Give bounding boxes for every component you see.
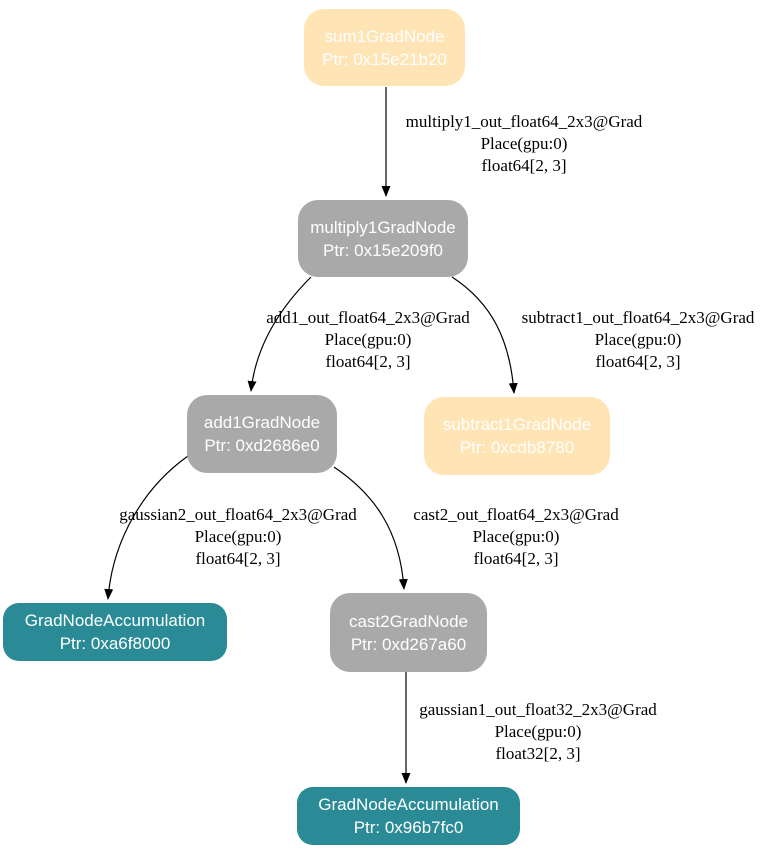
tensor-name: multiply1_out_float64_2x3@Grad: [405, 112, 643, 131]
tensor-dtype-shape: float64[2, 3]: [473, 549, 559, 568]
node-title: multiply1GradNode: [310, 217, 456, 237]
tensor-dtype-shape: float32[2, 3]: [495, 744, 581, 763]
tensor-name: gaussian2_out_float64_2x3@Grad: [119, 505, 357, 524]
node-ptr: Ptr: 0x96b7fc0: [353, 818, 464, 837]
edge-add1-to-gradnodeaccumulation: [104, 455, 189, 600]
tensor-dtype-shape: float64[2, 3]: [481, 156, 567, 175]
edge-label-gaussian1-out: gaussian1_out_float32_2x3@Grad Place(gpu…: [419, 699, 657, 765]
tensor-place: Place(gpu:0): [494, 722, 582, 741]
edge-label-cast2-out: cast2_out_float64_2x3@Grad Place(gpu:0) …: [413, 504, 618, 570]
node-ptr: Ptr: 0xd267a60: [350, 634, 467, 654]
tensor-name: gaussian1_out_float32_2x3@Grad: [419, 700, 657, 719]
tensor-place: Place(gpu:0): [472, 527, 560, 546]
node-subtract1gradnode: subtract1GradNode Ptr: 0xcdb8780: [424, 397, 610, 475]
node-title: sum1GradNode: [324, 26, 445, 46]
node-cast2gradnode: cast2GradNode Ptr: 0xd267a60: [330, 593, 487, 672]
node-title: cast2GradNode: [348, 611, 469, 631]
node-title: add1GradNode: [203, 413, 321, 432]
edge-add1-to-cast2: [333, 466, 408, 590]
node-ptr: Ptr: 0x15e209f0: [322, 240, 444, 260]
node-title: GradNodeAccumulation: [318, 795, 499, 814]
tensor-name: subtract1_out_float64_2x3@Grad: [521, 308, 755, 327]
edge-multiply1-to-subtract1: [451, 276, 518, 394]
edge-label-gaussian2-out: gaussian2_out_float64_2x3@Grad Place(gpu…: [119, 504, 357, 570]
node-title: subtract1GradNode: [442, 415, 592, 434]
tensor-place: Place(gpu:0): [194, 527, 282, 546]
edge-multiply1-to-add1: [247, 276, 312, 392]
edge-label-subtract1-out: subtract1_out_float64_2x3@Grad Place(gpu…: [522, 307, 755, 373]
tensor-dtype-shape: float64[2, 3]: [595, 352, 681, 371]
edge-label-add1-out: add1_out_float64_2x3@Grad Place(gpu:0) f…: [266, 307, 470, 373]
tensor-name: add1_out_float64_2x3@Grad: [266, 308, 470, 327]
node-multiply1gradnode: multiply1GradNode Ptr: 0x15e209f0: [298, 200, 468, 277]
tensor-dtype-shape: float64[2, 3]: [195, 549, 281, 568]
tensor-place: Place(gpu:0): [480, 134, 568, 153]
tensor-dtype-shape: float64[2, 3]: [325, 352, 411, 371]
node-gradnodeaccumulation-bottom: GradNodeAccumulation Ptr: 0x96b7fc0: [297, 787, 520, 845]
tensor-place: Place(gpu:0): [594, 330, 682, 349]
node-title: GradNodeAccumulation: [24, 611, 206, 630]
tensor-name: cast2_out_float64_2x3@Grad: [413, 505, 619, 524]
node-ptr: Ptr: 0xd2686e0: [204, 436, 320, 455]
node-ptr: Ptr: 0xa6f8000: [59, 634, 171, 653]
node-gradnodeaccumulation-left: GradNodeAccumulation Ptr: 0xa6f8000: [3, 603, 227, 661]
edge-label-multiply1-out: multiply1_out_float64_2x3@Grad Place(gpu…: [406, 111, 643, 177]
tensor-place: Place(gpu:0): [324, 330, 412, 349]
node-ptr: Ptr: 0x15e21b20: [322, 49, 447, 69]
node-add1gradnode: add1GradNode Ptr: 0xd2686e0: [187, 395, 337, 473]
node-sum1gradnode: sum1GradNode Ptr: 0x15e21b20: [304, 9, 465, 86]
node-ptr: Ptr: 0xcdb8780: [459, 438, 575, 457]
